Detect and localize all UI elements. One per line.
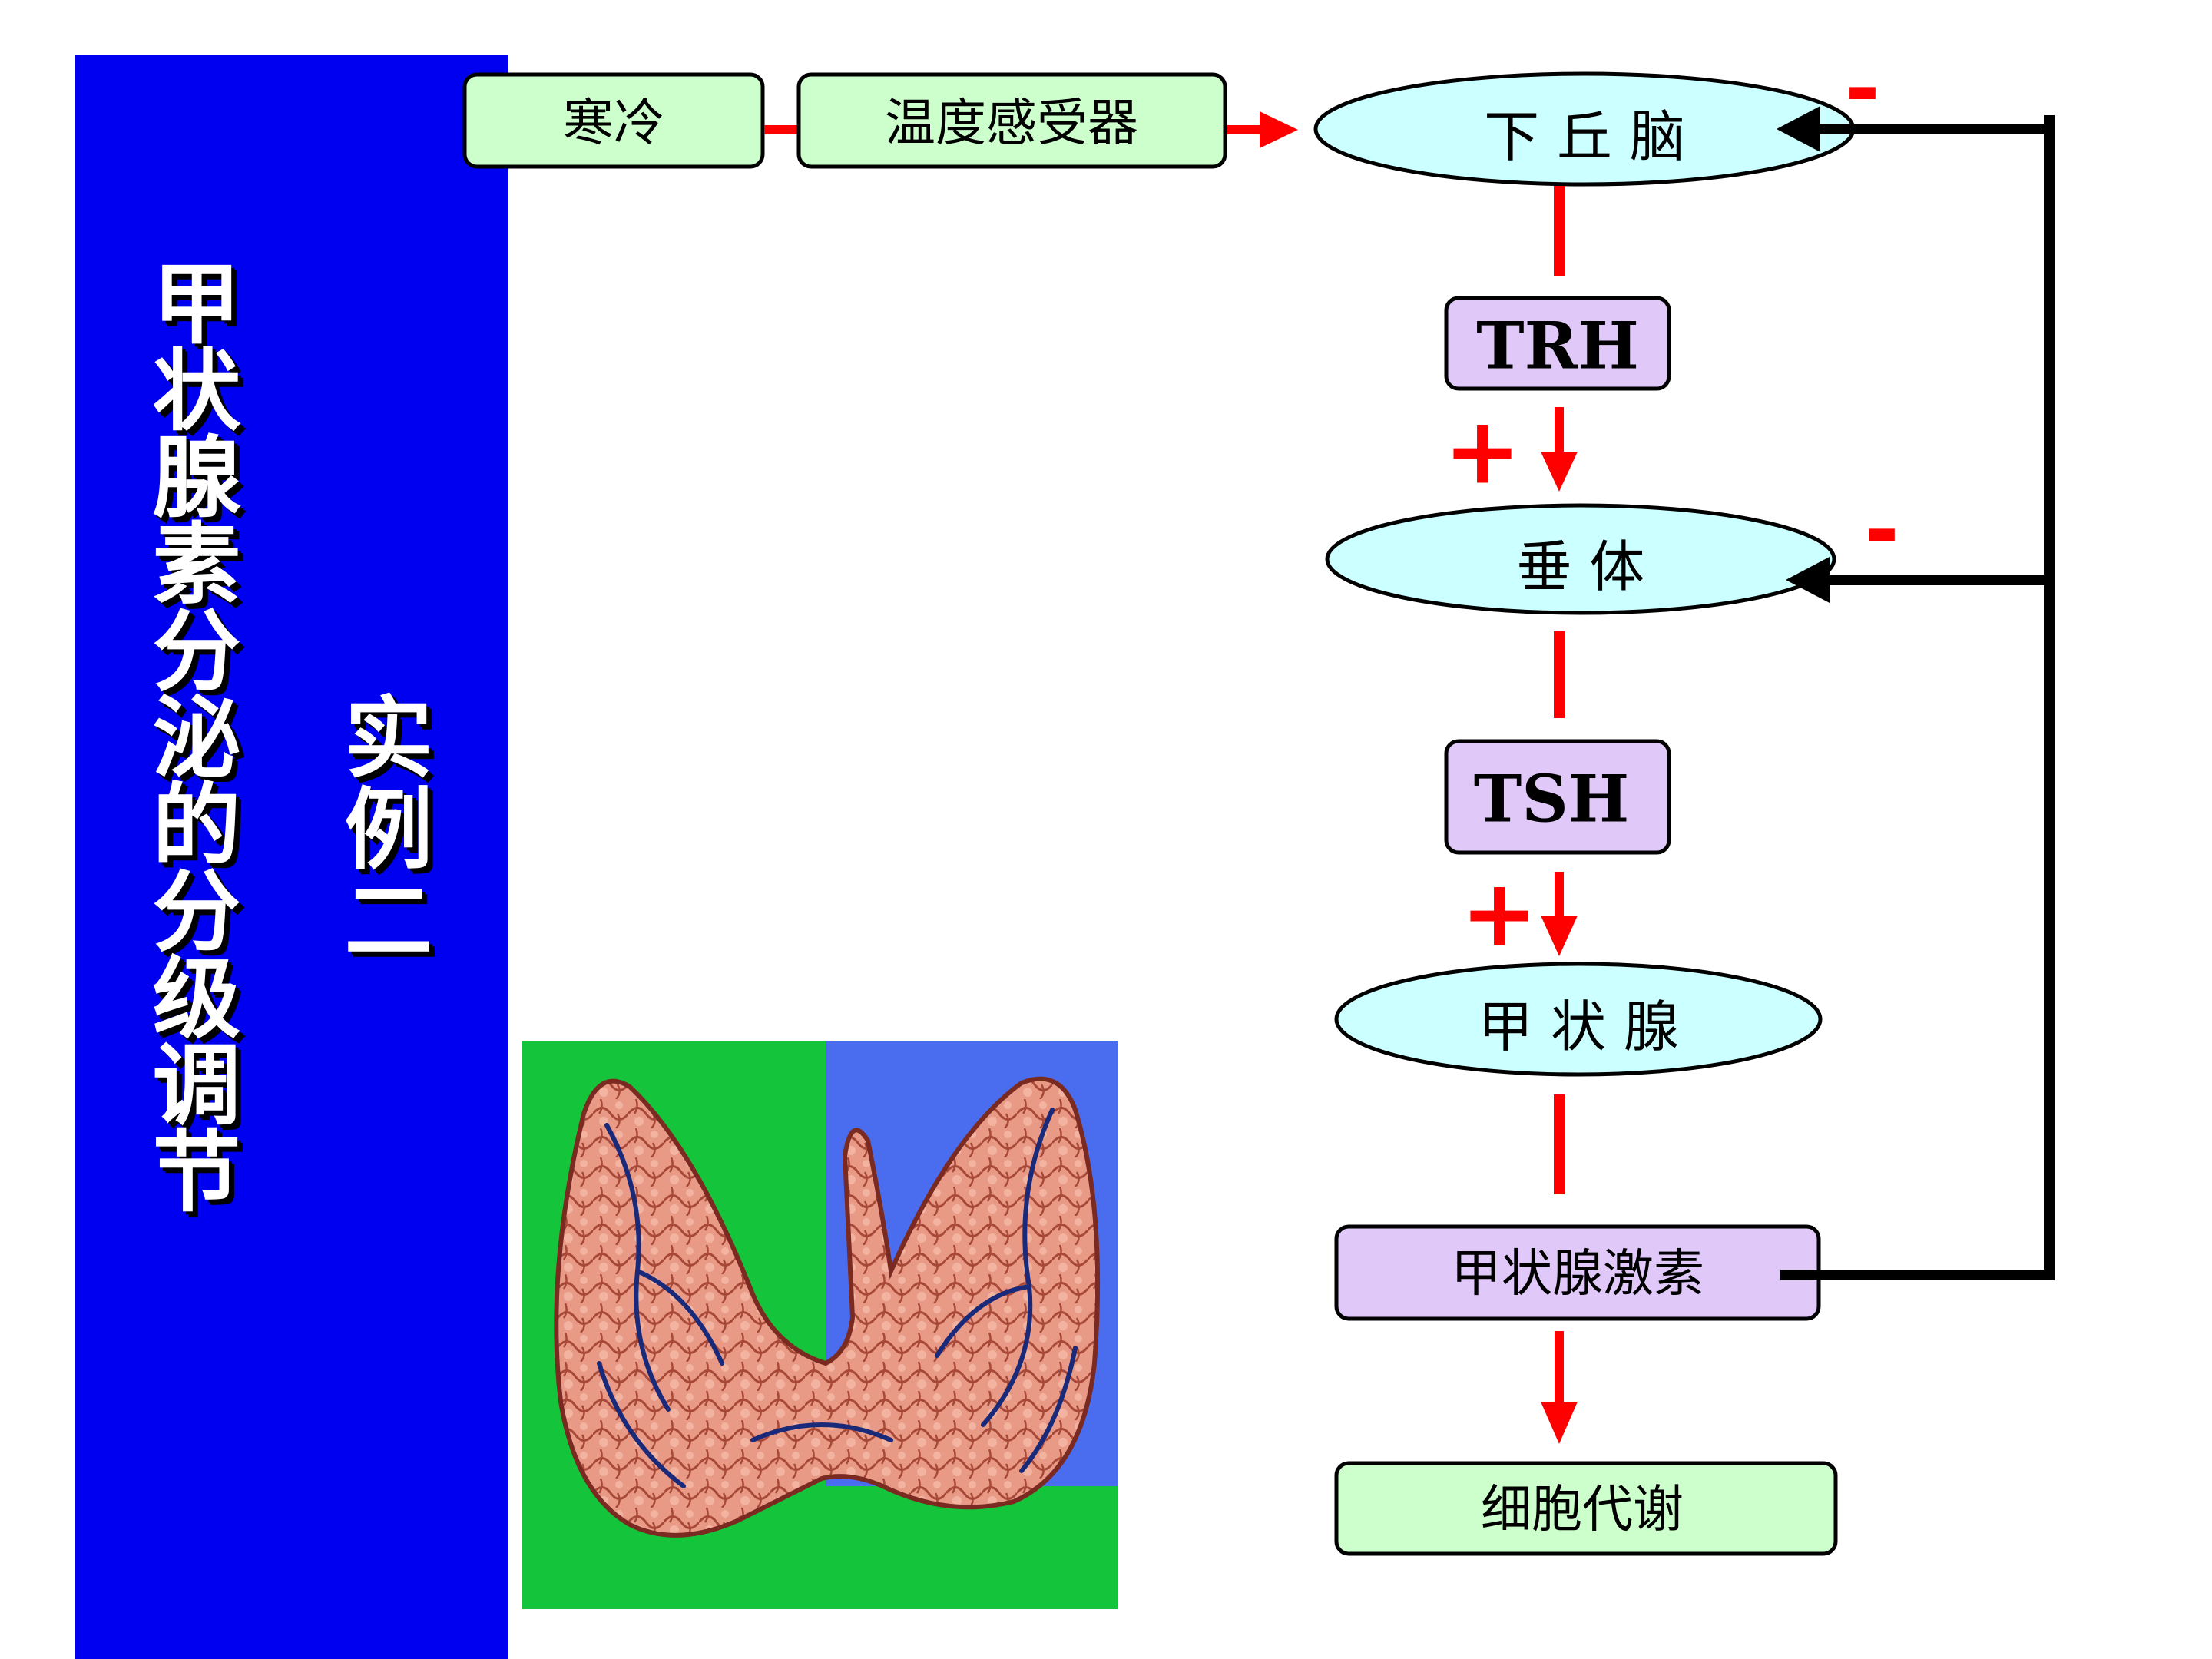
pituitary-ellipse: 垂 体 <box>1325 503 1836 615</box>
main-title: 甲状腺素分泌的分级调节 <box>137 257 240 1212</box>
thyroid-hormone-box: 甲状腺激素 <box>1334 1224 1821 1321</box>
temperature-receptor-box: 温度感受器 <box>796 72 1227 169</box>
arrow-receptor-to-hypothalamus <box>1227 111 1298 148</box>
svg-text:细胞代谢: 细胞代谢 <box>1481 1480 1684 1539</box>
svg-text:甲状腺激素: 甲状腺激素 <box>1451 1244 1704 1303</box>
inhibit-sign-2: - <box>1864 481 1899 579</box>
arrow-hormone-to-metabolism <box>1541 1331 1578 1444</box>
blood-vessels <box>597 1108 1078 1488</box>
arrow-trh-to-pituitary <box>1541 407 1578 492</box>
negative-feedback-loop <box>1780 115 2055 1280</box>
svg-text:TRH: TRH <box>1476 308 1639 384</box>
stimulate-sign-2: + <box>1461 861 1538 968</box>
tsh-box: TSH <box>1444 739 1671 855</box>
hypothalamus-ellipse: 下 丘 脑 <box>1313 71 1856 187</box>
svg-text:甲 状 腺: 甲 状 腺 <box>1478 995 1679 1059</box>
feedback-arrowhead-hypothalamus <box>1777 106 1820 152</box>
cell-metabolism-box: 细胞代谢 <box>1334 1461 1838 1556</box>
arrow-tsh-to-thyroid <box>1541 872 1578 956</box>
title-sidebar <box>75 55 508 1659</box>
thyroid-shape <box>554 1076 1101 1538</box>
svg-text:垂 体: 垂 体 <box>1517 535 1645 599</box>
subtitle: 实例二 <box>329 691 432 965</box>
svg-text:寒冷: 寒冷 <box>563 94 664 153</box>
feedback-arrowhead-pituitary <box>1786 557 1830 603</box>
svg-text:下 丘 脑: 下 丘 脑 <box>1484 104 1685 169</box>
svg-text:温度感受器: 温度感受器 <box>885 94 1138 153</box>
thyroid-gland-image <box>522 1041 1118 1609</box>
trh-box: TRH <box>1444 296 1671 391</box>
stimulate-sign-1: + <box>1444 399 1522 505</box>
svg-text:TSH: TSH <box>1474 761 1630 837</box>
cold-stimulus-box: 寒冷 <box>462 72 765 169</box>
thyroid-ellipse: 甲 状 腺 <box>1334 962 1823 1077</box>
inhibit-sign-1: - <box>1845 39 1880 137</box>
